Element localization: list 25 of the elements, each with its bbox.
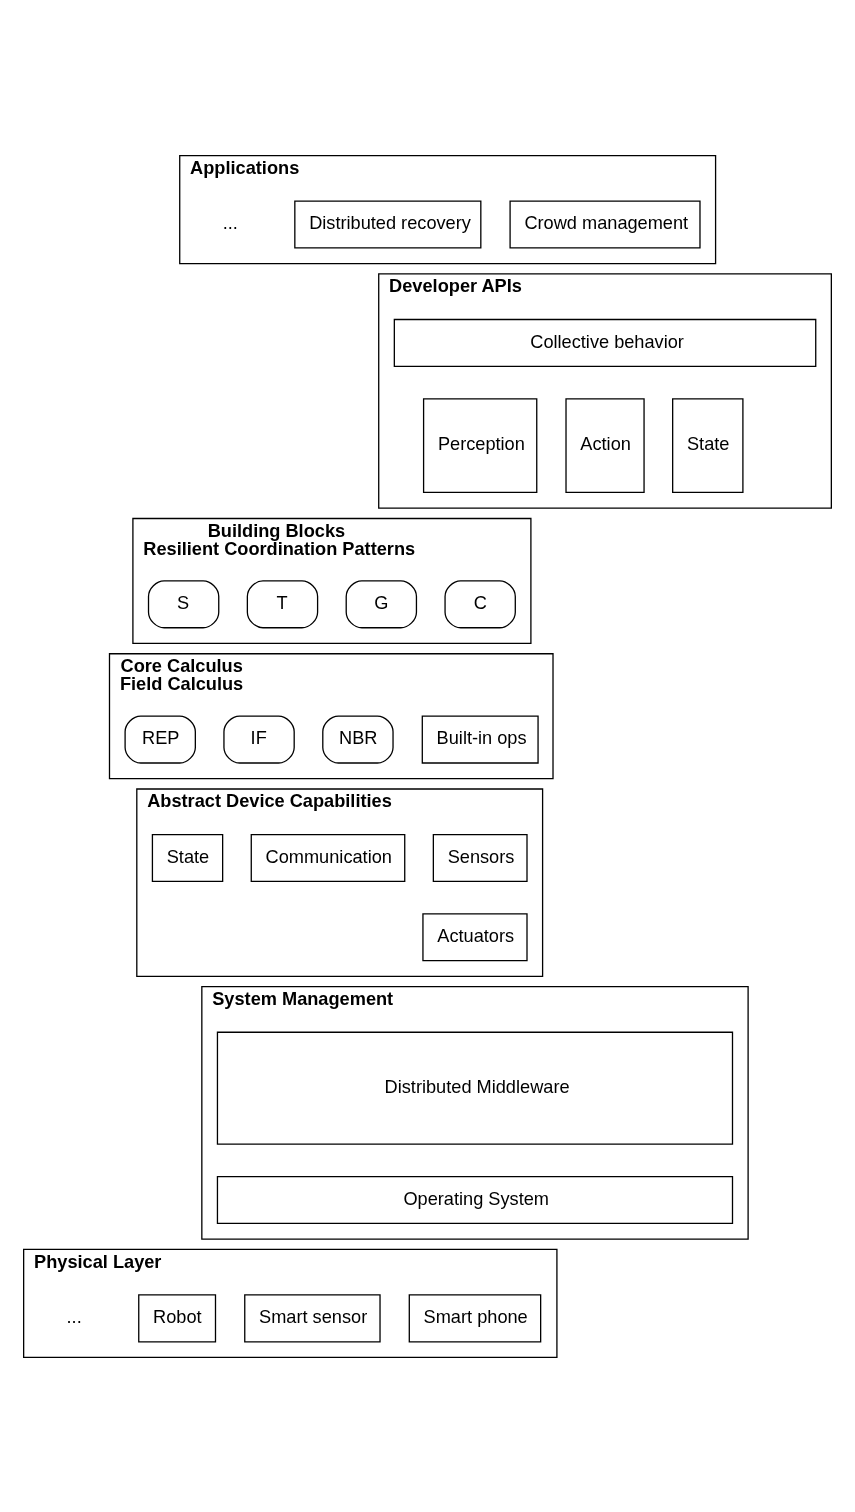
node-box: C	[444, 579, 516, 628]
node-box: Actuators	[422, 912, 528, 961]
node-box: Smart sensor	[244, 1293, 381, 1342]
node-box: G	[345, 579, 418, 628]
node-box: Perception	[422, 397, 538, 493]
node-box: Built-in ops	[421, 715, 539, 764]
node-box: Robot	[138, 1293, 217, 1342]
node-box: Smart phone	[408, 1293, 542, 1342]
node-box: Operating System	[216, 1175, 734, 1224]
node-box: S	[147, 579, 220, 628]
node-box: IF	[223, 715, 295, 764]
node-box: State	[151, 833, 224, 882]
node-box: Distributed Middleware	[216, 1031, 734, 1145]
node-box: Action	[565, 397, 645, 493]
node-box: State	[672, 397, 744, 493]
node-box: Communication	[250, 833, 406, 882]
node-box: REP	[124, 715, 196, 764]
node-box: Sensors	[432, 833, 528, 882]
node-box: Collective behavior	[393, 318, 817, 367]
node-box: Crowd management	[509, 200, 701, 249]
label: ...	[66, 1306, 82, 1327]
label: ...	[222, 212, 238, 233]
node-box: NBR	[322, 715, 394, 764]
node-box: Distributed recovery	[294, 200, 482, 249]
node-box: T	[246, 579, 319, 628]
